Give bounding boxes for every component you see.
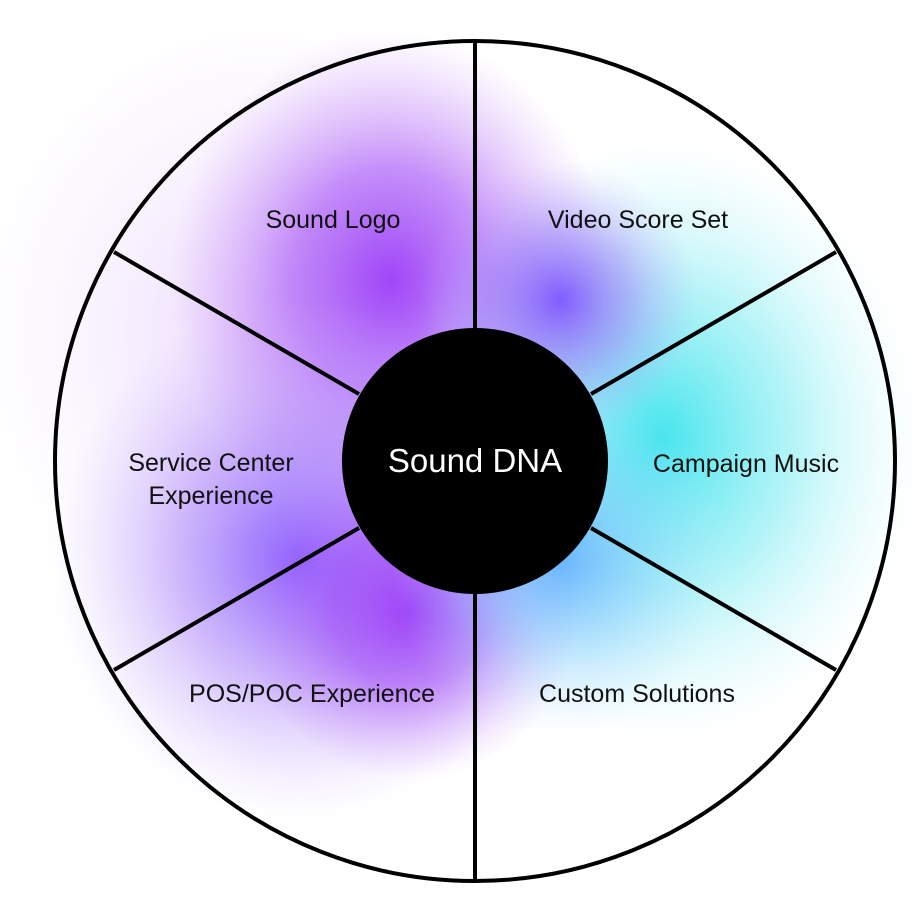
divider-upper-right (589, 250, 838, 396)
segment-label-pos-poc-experience: POS/POC Experience (189, 680, 435, 708)
segment-label-custom-solutions: Custom Solutions (539, 680, 735, 708)
center-hub (342, 328, 608, 594)
divider-lower-right (589, 526, 838, 672)
wheel-dividers (112, 41, 838, 881)
segment-label-video-score-set: Video Score Set (548, 206, 728, 234)
segment-label-service-center-line2: Experience (148, 482, 273, 510)
segment-label-campaign-music: Campaign Music (653, 450, 839, 478)
segment-label-service-center-line1: Service Center (128, 449, 293, 477)
divider-lower-left (112, 526, 361, 672)
center-label: Sound DNA (388, 442, 562, 479)
segment-label-sound-logo: Sound Logo (266, 206, 401, 234)
divider-upper-left (112, 250, 361, 396)
